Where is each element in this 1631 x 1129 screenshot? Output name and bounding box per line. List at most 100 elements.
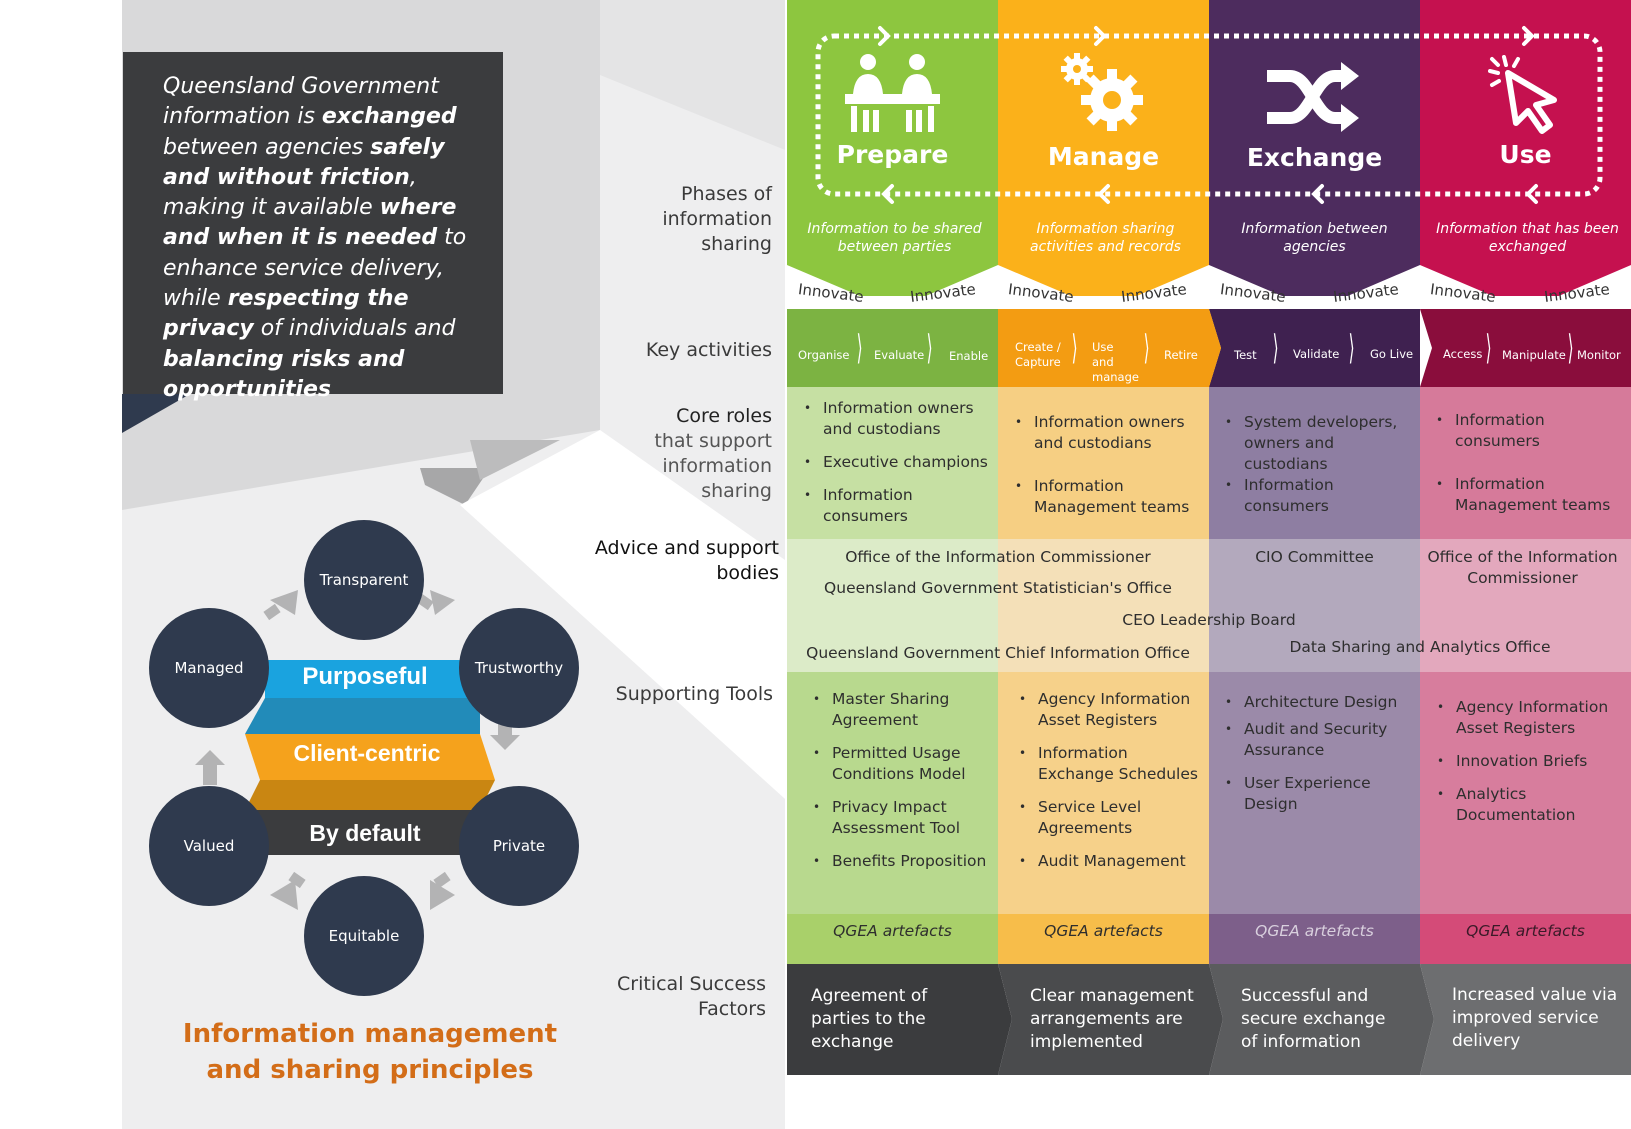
advice-oic-use: Office of the Information Commissioner <box>1427 548 1618 587</box>
band-client-centric: Client-centric <box>293 740 441 766</box>
qgea-artefacts-prepare: QGEA artefacts <box>833 922 952 940</box>
band-purposeful: Purposeful <box>302 663 428 690</box>
phase-exchange: Exchange Information between agencies <box>1209 0 1420 296</box>
principle-managed: Managed <box>149 608 269 728</box>
principle-equitable: Equitable <box>304 876 424 996</box>
phase-name: Use <box>1499 140 1552 169</box>
csf-manage: Clear management arrangements are implem… <box>1030 986 1194 1052</box>
list-item: Information Management teams <box>1433 474 1623 516</box>
principles-bands <box>245 660 495 855</box>
list-item: Information consumers <box>1222 475 1412 517</box>
activity-label: Organise <box>798 348 850 362</box>
chevron-right-icon: ⟩ <box>856 328 863 368</box>
phase-name: Prepare <box>836 140 949 169</box>
activity-label: Create / Capture <box>1015 340 1061 369</box>
key-activities-manage: Create / Capture ⟩ Use and manage ⟩ Reti… <box>998 309 1209 387</box>
roles-use: Information consumers Information Manage… <box>1433 410 1623 528</box>
list-item: Audit Management <box>1016 851 1206 872</box>
advice-dsao: Data Sharing and Analytics Office <box>1289 638 1551 656</box>
gears-icon <box>1061 53 1143 131</box>
phase-desc: Information between agencies <box>1241 221 1388 255</box>
activity-label: Go Live <box>1370 347 1414 361</box>
list-item: Service Level Agreements <box>1016 797 1206 839</box>
intro-statement: Queensland Government information is exc… <box>123 52 503 402</box>
list-item: Information Management teams <box>1012 476 1202 518</box>
list-item: Agency Information Asset Registers <box>1434 697 1624 739</box>
tools-manage: Agency Information Asset Registers Infor… <box>1016 689 1206 884</box>
list-item: Information owners and custodians <box>801 398 991 440</box>
qgea-artefacts-exchange: QGEA artefacts <box>1255 922 1374 940</box>
chevron-right-icon: ⟩ <box>1348 328 1355 368</box>
principles-arrows <box>195 590 520 910</box>
list-item: Permitted Usage Conditions Model <box>810 743 995 785</box>
shuffle-arrows-icon <box>1267 62 1359 132</box>
phase-desc: Information sharing activities and recor… <box>1030 221 1181 255</box>
label-supporting-tools: Supporting Tools <box>615 683 773 705</box>
csf-use: Increased value via improved service del… <box>1452 985 1618 1051</box>
csf-exchange: Successful and secure exchange of inform… <box>1241 986 1386 1052</box>
key-activities-use: Access ⟩ Manipulate ⟩ Monitor <box>1420 309 1631 387</box>
activity-label: Enable <box>949 349 989 363</box>
chevron-right-icon: ⟩ <box>926 328 933 368</box>
activity-label: Retire <box>1164 348 1198 362</box>
activity-label: Use and manage <box>1092 340 1139 384</box>
advice-oic: Office of the Information Commissioner <box>845 548 1151 566</box>
chevron-right-icon: ⟩ <box>1143 328 1150 368</box>
chevron-right-icon: ⟩ <box>1485 328 1492 368</box>
advice-cio-committee: CIO Committee <box>1255 548 1374 566</box>
list-item: Information consumers <box>801 485 991 527</box>
list-item: Privacy Impact Assessment Tool <box>810 797 995 839</box>
activity-label: Access <box>1443 347 1483 361</box>
phase-prepare: Prepare Information to be shared between… <box>787 0 998 296</box>
activity-label: Monitor <box>1577 348 1621 362</box>
principle-valued: Valued <box>149 786 269 906</box>
activity-label: Manipulate <box>1502 348 1566 362</box>
list-item: Information Exchange Schedules <box>1016 743 1206 785</box>
list-item: Information consumers <box>1433 410 1623 452</box>
phase-name: Exchange <box>1246 143 1383 172</box>
phase-use: Use Information that has been exchanged <box>1420 0 1631 296</box>
phase-desc: Information that has been exchanged <box>1436 221 1619 255</box>
people-at-table-icon <box>845 54 940 132</box>
list-item: Architecture Design <box>1222 692 1412 713</box>
band-by-default: By default <box>309 820 421 846</box>
cursor-click-icon <box>1488 55 1557 134</box>
principles-title: Information management and sharing princ… <box>182 1019 558 1085</box>
phase-manage: Manage Information sharing activities an… <box>998 0 1209 296</box>
list-item: Innovation Briefs <box>1434 751 1624 772</box>
advice-qgso: Queensland Government Statistician's Off… <box>824 579 1172 597</box>
advice-qgcio: Queensland Government Chief Information … <box>806 644 1190 662</box>
tools-exchange: Architecture Design Audit and Security A… <box>1222 692 1412 827</box>
list-item: Agency Information Asset Registers <box>1016 689 1206 731</box>
tools-prepare: Master Sharing Agreement Permitted Usage… <box>810 689 995 884</box>
phase-name: Manage <box>1047 142 1160 171</box>
list-item: User Experience Design <box>1222 773 1412 815</box>
roles-prepare: Information owners and custodians Execut… <box>801 398 991 539</box>
phase-desc: Information to be shared between parties <box>807 221 982 255</box>
activity-label: Evaluate <box>874 348 925 362</box>
key-activities-prepare: Organise ⟩ Evaluate ⟩ Enable <box>787 309 998 387</box>
list-item: Analytics Documentation <box>1434 784 1624 826</box>
csf-prepare: Agreement of parties to the exchange <box>811 986 928 1052</box>
principle-trustworthy: Trustworthy <box>459 608 579 728</box>
chevron-right-icon: ⟩ <box>1272 328 1279 368</box>
list-item: Audit and Security Assurance <box>1222 719 1412 761</box>
list-item: Master Sharing Agreement <box>810 689 995 731</box>
roles-manage: Information owners and custodians Inform… <box>1012 412 1202 530</box>
roles-exchange: System developers, owners and custodians… <box>1222 412 1412 529</box>
qgea-artefacts-use: QGEA artefacts <box>1466 922 1585 940</box>
principle-private: Private <box>459 786 579 906</box>
tools-use: Agency Information Asset Registers Innov… <box>1434 697 1624 838</box>
list-item: System developers, owners and custodians <box>1222 412 1412 475</box>
qgea-artefacts-manage: QGEA artefacts <box>1044 922 1163 940</box>
advice-ceo-board: CEO Leadership Board <box>1122 611 1296 629</box>
chevron-right-icon: ⟩ <box>1071 328 1078 368</box>
activity-label: Test <box>1234 348 1257 362</box>
list-item: Executive champions <box>801 452 991 473</box>
list-item: Information owners and custodians <box>1012 412 1202 454</box>
chevron-right-icon: ⟩ <box>1567 328 1574 368</box>
